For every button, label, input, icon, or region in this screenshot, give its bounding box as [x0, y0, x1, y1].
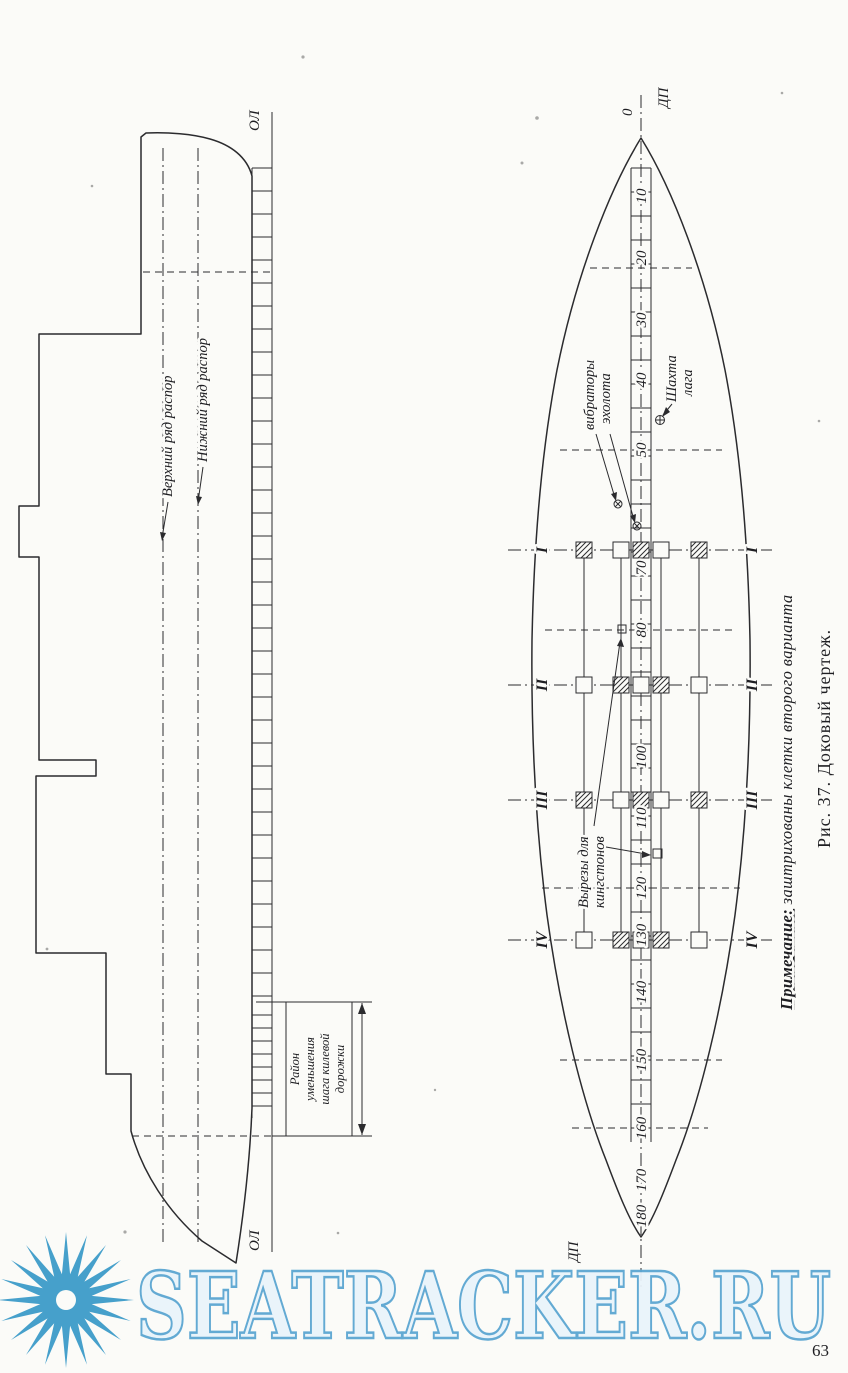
- dock-blocks: [575, 541, 708, 949]
- frame-number: 50: [634, 442, 650, 458]
- vibrators-arrow-2: [630, 514, 636, 523]
- frame-number: 10: [634, 188, 650, 204]
- frame-number: 150: [634, 1048, 650, 1071]
- frame-number: 170: [634, 1168, 650, 1191]
- kingston-label-line1: Вырезы для: [576, 836, 592, 908]
- row-numeral: III: [534, 790, 551, 810]
- keel-note-line3: шага килевой: [318, 1033, 332, 1105]
- watermark-text: SEATRACKER.RU: [136, 1252, 831, 1360]
- scan-specks: [45, 55, 821, 1235]
- keel-note-line1: Район: [288, 1053, 302, 1086]
- row-numeral: III: [744, 790, 761, 810]
- frame-number: 100: [634, 745, 650, 768]
- row-numeral: I: [534, 546, 551, 554]
- watermark: SEATRACKER.RU: [0, 1232, 832, 1368]
- frame-number: 120: [634, 876, 650, 899]
- row-numeral: II: [744, 678, 761, 692]
- profile-view: ОЛ ОЛ Верхний ряд распор Нижний ряд расп…: [18, 107, 372, 1264]
- figure-note: Примечание: заштрихованы клетки второго …: [777, 594, 796, 1011]
- lower-row-arrow: [196, 496, 202, 505]
- dim-arrow-top: [358, 1003, 366, 1014]
- log-shaft-symbol: [655, 415, 665, 425]
- kingston-cutout-1: [617, 624, 627, 634]
- keel-note-line2: уменьшения: [303, 1037, 317, 1103]
- frame-number: 140: [634, 980, 650, 1003]
- block-row-numerals-right: I II III IV: [742, 544, 764, 952]
- vibrators-leader-2: [609, 433, 635, 521]
- keel-note-line4: дорожки: [333, 1045, 347, 1094]
- frame-number: 40: [634, 372, 650, 388]
- centerline-label-bottom: ДП: [566, 1240, 582, 1264]
- kingston-cutout-2: [652, 848, 663, 859]
- upper-row-arrow: [160, 532, 166, 541]
- figure-caption: Рис. 37. Доковый чертеж.: [814, 629, 834, 848]
- frame-number: 80: [634, 622, 650, 638]
- frame-number: 70: [634, 560, 650, 576]
- frame-number: 30: [634, 312, 650, 329]
- lower-row-leader: [197, 466, 204, 503]
- sun-logo-icon: [0, 1232, 134, 1368]
- block-row-numerals-left: I II III IV: [532, 544, 554, 952]
- hull-profile-outline: [18, 132, 253, 1264]
- log-shaft-arrow: [662, 407, 670, 417]
- vibrators-label-line1: вибраторы: [582, 360, 598, 430]
- kingston-leader-2: [593, 641, 621, 827]
- vibrators-label-line2: эхолота: [598, 373, 614, 424]
- vibrator-symbol-2: [632, 521, 642, 531]
- frame-numbers: 10 20 30 40 50 70 80 100 110 120 130 140…: [632, 186, 653, 1230]
- baseline-label-top: ОЛ: [247, 110, 263, 131]
- frame-number: 20: [634, 250, 650, 266]
- row-numeral: I: [744, 546, 761, 554]
- frame-number: 110: [634, 807, 650, 829]
- dim-arrow-bottom: [358, 1124, 366, 1135]
- frame-number: 130: [634, 923, 650, 946]
- log-shaft-label-line1: Шахта: [664, 355, 680, 403]
- kingston-leader-1: [605, 846, 647, 855]
- page-number: 63: [812, 1341, 829, 1360]
- vibrators-arrow-1: [611, 492, 617, 501]
- lower-row-label: Нижний ряд распор: [195, 338, 211, 463]
- row-numeral: II: [534, 678, 551, 692]
- kingston-arrow-1: [642, 851, 651, 858]
- figure-note-label: Примечание:: [777, 909, 796, 1011]
- plan-view: 10 20 30 40 50 70 80 100 110 120 130 140…: [508, 84, 837, 1288]
- log-shaft-label-line2: лага: [680, 369, 696, 397]
- baseline-label-bottom: ОЛ: [247, 1230, 263, 1251]
- vibrator-symbol-1: [613, 499, 623, 509]
- keel-track-blocks-profile: [252, 167, 272, 1107]
- frame-number: 160: [634, 1116, 650, 1139]
- upper-row-label: Верхний ряд распор: [160, 376, 176, 497]
- hull-plan-outline: [531, 137, 751, 1238]
- row-numeral: IV: [534, 930, 551, 949]
- upper-row-leader: [161, 501, 169, 539]
- row-numeral: IV: [744, 930, 761, 949]
- figure-note-text: заштрихованы клетки второго варианта: [777, 594, 796, 908]
- vibrators-leader-1: [595, 433, 616, 499]
- kingston-arrow-2: [617, 638, 624, 647]
- centerline-label-top: ДП: [656, 86, 672, 110]
- frame-zero-label: 0: [620, 108, 636, 116]
- kingston-label-line2: кингстонов: [592, 836, 608, 908]
- frame-number: 180: [634, 1204, 650, 1227]
